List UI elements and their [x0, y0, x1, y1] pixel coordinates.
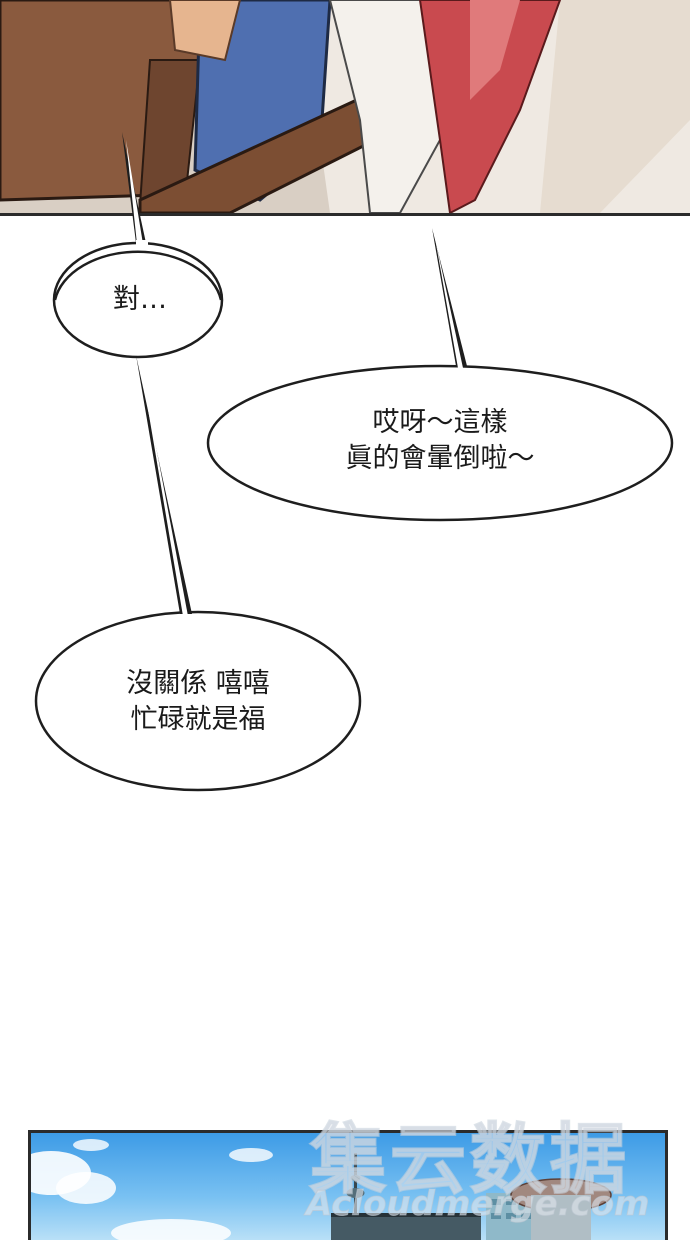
bubble-1-line-1: 對… — [113, 284, 167, 315]
speech-bubble-3-text: 沒關係 嘻嘻 忙碌就是福 — [38, 666, 358, 738]
clouds — [31, 1139, 273, 1240]
bubble-3-line-1: 沒關係 嘻嘻 — [126, 668, 270, 699]
tv-tower — [346, 1153, 365, 1240]
speech-bubble-3 — [34, 355, 362, 792]
speech-bubble-1-text: 對… — [60, 282, 220, 318]
bubble-2-line-1: 哎呀～這樣 — [372, 407, 508, 438]
buildings — [331, 1178, 612, 1240]
panel-bottom-illustration — [31, 1139, 612, 1240]
speech-bubble-2-text: 哎呀～這樣 眞的會暈倒啦～ — [210, 405, 670, 477]
comic-panel-top — [0, 0, 690, 216]
bubble-3-line-2: 忙碌就是福 — [130, 704, 266, 735]
bubble-2-line-2: 眞的會暈倒啦～ — [345, 443, 535, 474]
speech-bubble-2 — [206, 228, 674, 522]
speech-bubble-1 — [52, 132, 224, 359]
comic-panel-bottom — [28, 1130, 668, 1240]
panel-top-illustration — [0, 0, 690, 213]
